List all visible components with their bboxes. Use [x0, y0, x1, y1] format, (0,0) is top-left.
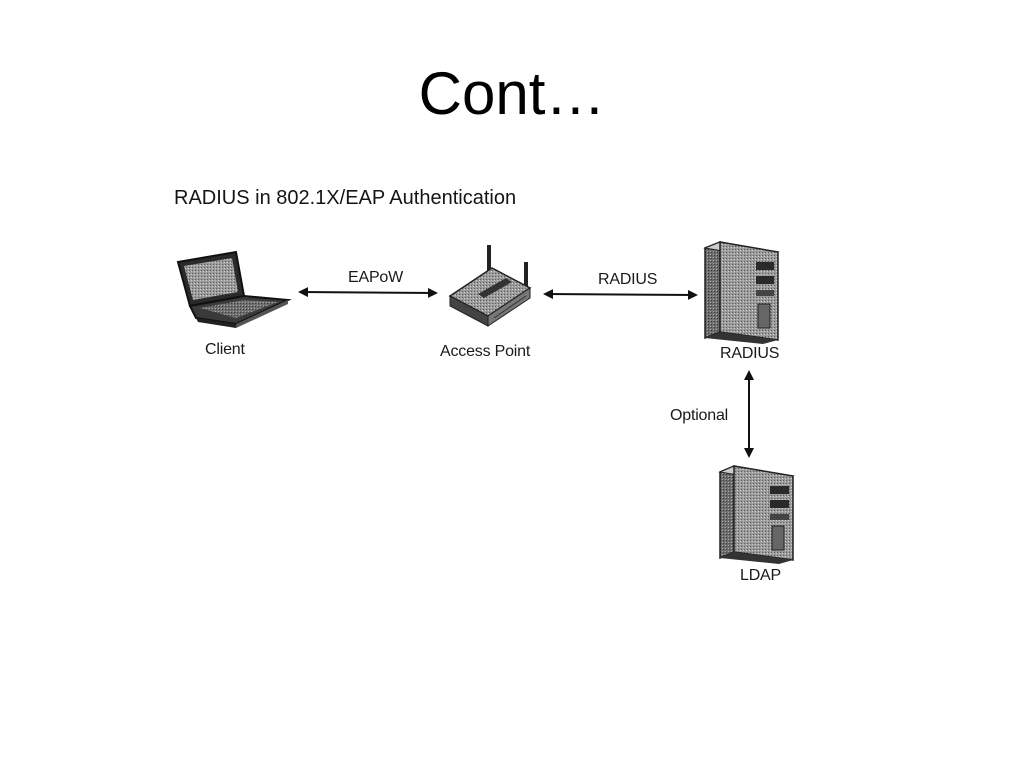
edge-label-optional: Optional [670, 407, 728, 424]
edge-arrow-radius [543, 289, 698, 300]
edge-label-eapow: EAPoW [348, 269, 404, 286]
node-label-radius: RADIUS [720, 345, 780, 362]
diagram-heading: RADIUS in 802.1X/EAP Authentication [174, 187, 517, 209]
laptop-icon [176, 250, 292, 328]
node-label-access-point: Access Point [440, 343, 531, 360]
edge-label-radius: RADIUS [598, 271, 658, 288]
server-tower-icon [718, 464, 795, 564]
edge-arrow-eapow [298, 287, 438, 298]
slide-title: Cont… [418, 60, 606, 127]
node-label-client: Client [205, 341, 245, 358]
node-label-ldap: LDAP [740, 567, 781, 584]
wireless-router-icon [448, 245, 532, 327]
server-tower-icon [703, 240, 780, 344]
